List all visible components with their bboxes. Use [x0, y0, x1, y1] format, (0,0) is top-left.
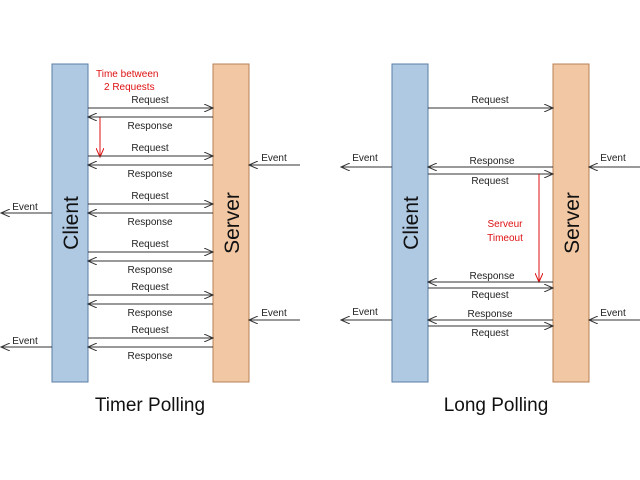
timer-server-event-label: Event — [261, 153, 287, 164]
timer-request-label: Request — [131, 325, 168, 336]
long-request-label: Request — [471, 176, 508, 187]
timer-response-label: Response — [127, 265, 172, 276]
timer-request-label: Request — [131, 143, 168, 154]
timer-response-label: Response — [127, 169, 172, 180]
timer-response-label: Response — [127, 308, 172, 319]
timer-request-label: Request — [131, 282, 168, 293]
long-request-label: Request — [471, 328, 508, 339]
timer-server-event-label: Event — [261, 308, 287, 319]
long-polling-panel: Client Server Request Response Request S… — [341, 63, 640, 416]
timer-interval-note-line1: Time between — [96, 69, 158, 80]
long-server-bar — [552, 63, 590, 383]
long-client-bar — [391, 63, 429, 383]
timer-interval-note-line2: 2 Requests — [104, 82, 155, 93]
long-response-label: Response — [469, 156, 514, 167]
timer-response-label: Response — [127, 351, 172, 362]
long-server-event-label: Event — [600, 153, 626, 164]
long-client-label: Client — [400, 196, 423, 250]
timer-client-label: Client — [60, 196, 83, 250]
long-response-label: Response — [469, 271, 514, 282]
long-request-label: Request — [471, 95, 508, 106]
timer-server-label: Server — [221, 192, 244, 254]
timer-request-label: Request — [131, 95, 168, 106]
long-client-event-label: Event — [352, 153, 378, 164]
timer-request-label: Request — [131, 239, 168, 250]
long-server-label: Server — [561, 192, 584, 254]
timer-client-event-label: Event — [12, 336, 38, 347]
long-timeout-note-line2: Timeout — [487, 233, 523, 244]
long-server-event-label: Event — [600, 308, 626, 319]
long-request-label: Request — [471, 290, 508, 301]
timer-client-event-label: Event — [12, 202, 38, 213]
timer-polling-panel: Client Server Time between 2 Requests Re… — [1, 63, 300, 416]
long-timeout-note-line1: Serveur — [487, 219, 523, 230]
timer-request-label: Request — [131, 191, 168, 202]
timer-server-bar — [212, 63, 250, 383]
timer-response-label: Response — [127, 121, 172, 132]
long-client-event-label: Event — [352, 307, 378, 318]
long-polling-title: Long Polling — [444, 395, 549, 416]
timer-response-label: Response — [127, 217, 172, 228]
long-response-label: Response — [467, 309, 512, 320]
timer-client-bar — [51, 63, 89, 383]
timer-polling-title: Timer Polling — [95, 395, 205, 416]
